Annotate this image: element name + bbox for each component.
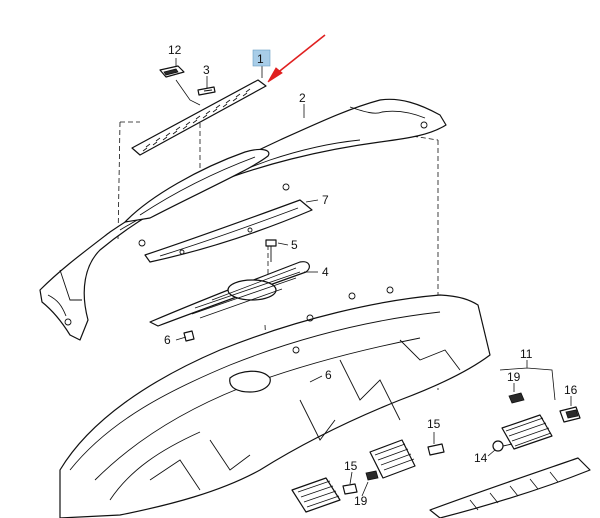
label-part-16: 16 [564, 383, 578, 397]
leader-lines [175, 58, 572, 497]
part-labels: 1 2 3 4 5 6 6 7 11 12 14 15 15 16 19 19 [164, 43, 578, 508]
label-part-1: 1 [257, 52, 264, 66]
lower-right-panel [429, 457, 591, 518]
lower-vents [291, 439, 416, 513]
label-part-19-left: 19 [354, 494, 368, 508]
part-16-clip [559, 406, 581, 423]
label-part-14: 14 [474, 451, 488, 465]
label-part-5: 5 [291, 238, 298, 252]
label-part-7: 7 [322, 193, 329, 207]
part-1-highlight-box [252, 49, 271, 67]
label-part-6-lower: 6 [325, 368, 332, 382]
label-part-11: 11 [520, 347, 533, 361]
part-14-screw [492, 440, 513, 452]
part-7-trim-strip [144, 199, 313, 263]
part-11-vent [501, 414, 553, 450]
part-1-grille-strip [131, 79, 267, 156]
part-3-screw [197, 86, 216, 96]
label-part-2: 2 [299, 91, 306, 105]
part-15-clips [342, 443, 445, 495]
dashboard-carrier [59, 286, 491, 518]
label-part-15-right: 15 [427, 417, 441, 431]
part-4-center-vent-grille [149, 261, 310, 327]
red-pointer-arrow [267, 34, 326, 83]
part-19-clips [365, 392, 525, 481]
label-part-12: 12 [168, 43, 182, 57]
part-12-clip [159, 65, 185, 78]
label-part-6-upper: 6 [164, 333, 171, 347]
label-part-19-right: 19 [507, 370, 521, 384]
label-part-3: 3 [203, 63, 210, 77]
label-part-4: 4 [322, 265, 329, 279]
part-5-screw [265, 239, 277, 262]
part-2-dashboard-cover [39, 98, 447, 341]
label-part-15-left: 15 [344, 459, 358, 473]
